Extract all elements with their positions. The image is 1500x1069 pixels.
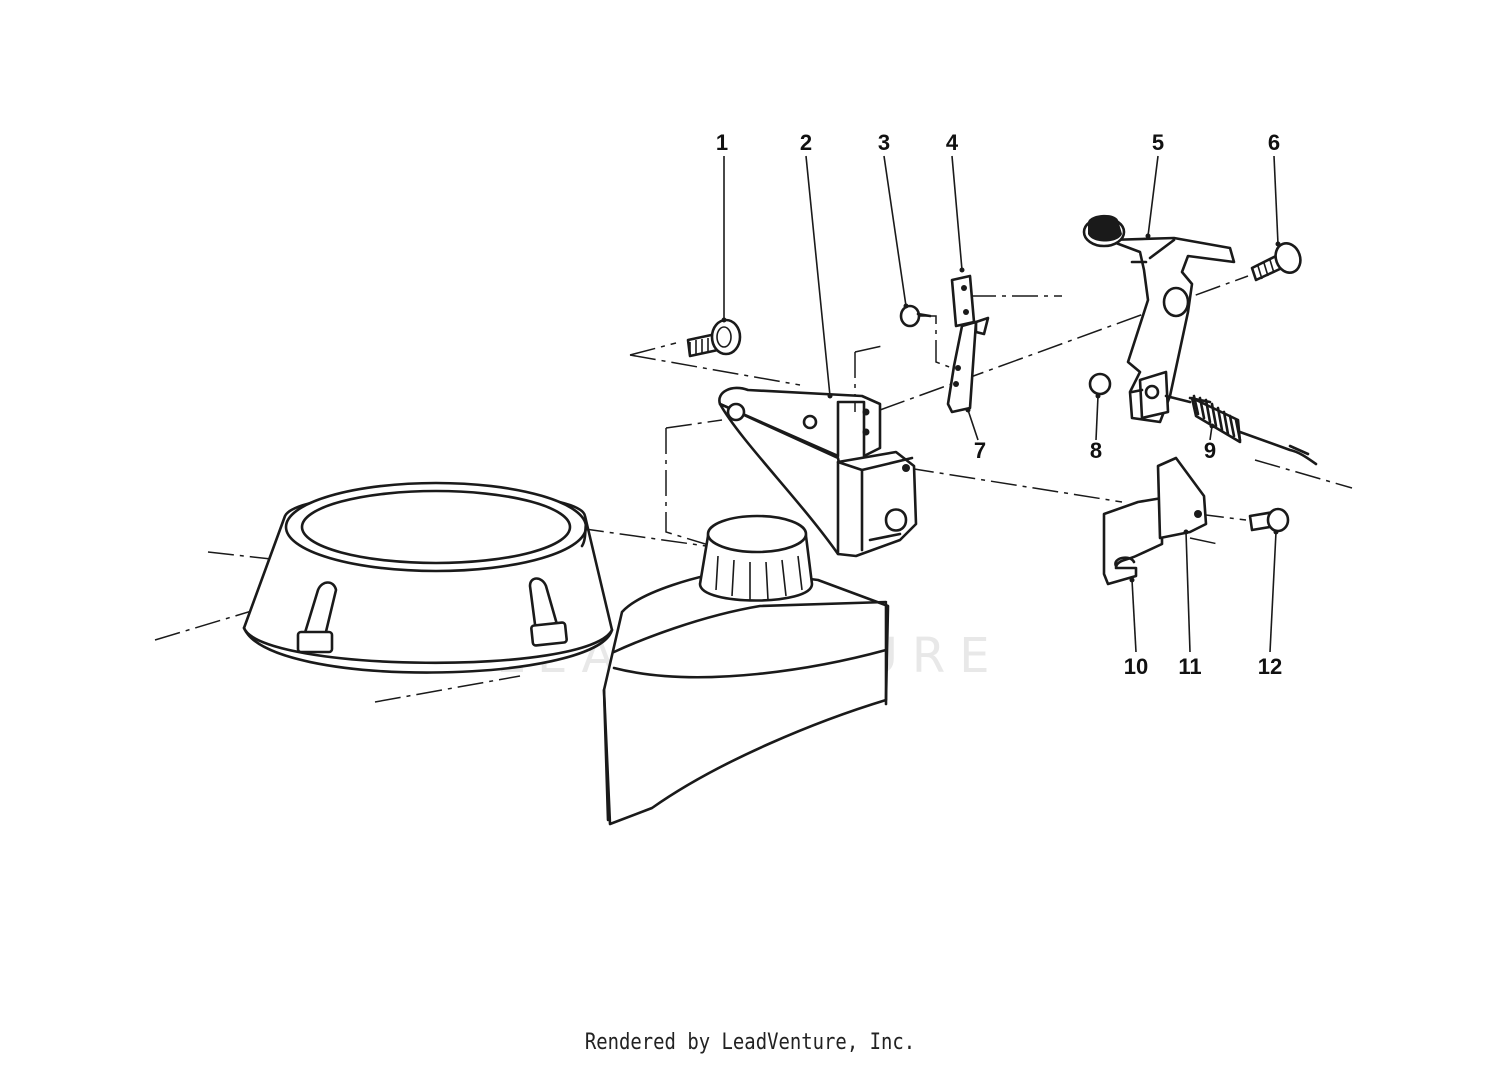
callout-4: 4 (946, 130, 959, 155)
part-7-link-arm (946, 320, 978, 414)
rendered-by-caption: Rendered by LeadVenture, Inc. (584, 1030, 916, 1055)
callout-3: 3 (878, 130, 890, 155)
part-9-spring-cable (1164, 394, 1318, 466)
callout-numbers: 1 2 3 4 5 6 7 8 9 10 11 12 (716, 130, 1282, 679)
part-2-bracket (718, 386, 918, 558)
fuel-tank (602, 514, 890, 826)
callout-8: 8 (1090, 438, 1102, 463)
part-11-plate (1156, 456, 1208, 540)
part-1-bolt (686, 318, 742, 358)
part-10-clamp (1102, 496, 1164, 586)
part-8-ball (1088, 372, 1112, 396)
part-5-throttle-lever (1082, 214, 1236, 424)
callout-1: 1 (716, 130, 728, 155)
callout-10: 10 (1124, 654, 1148, 679)
air-cleaner (242, 481, 614, 674)
callout-6: 6 (1268, 130, 1280, 155)
callout-12: 12 (1258, 654, 1282, 679)
callout-11: 11 (1178, 654, 1201, 679)
part-6-bolt (1250, 242, 1302, 282)
part-12-screw (1248, 507, 1290, 533)
callout-2: 2 (800, 130, 812, 155)
leader-lines (721, 155, 1281, 653)
callout-5: 5 (1152, 130, 1164, 155)
part-3-screw (899, 304, 932, 328)
callout-7: 7 (974, 438, 986, 463)
callout-9: 9 (1204, 438, 1216, 463)
